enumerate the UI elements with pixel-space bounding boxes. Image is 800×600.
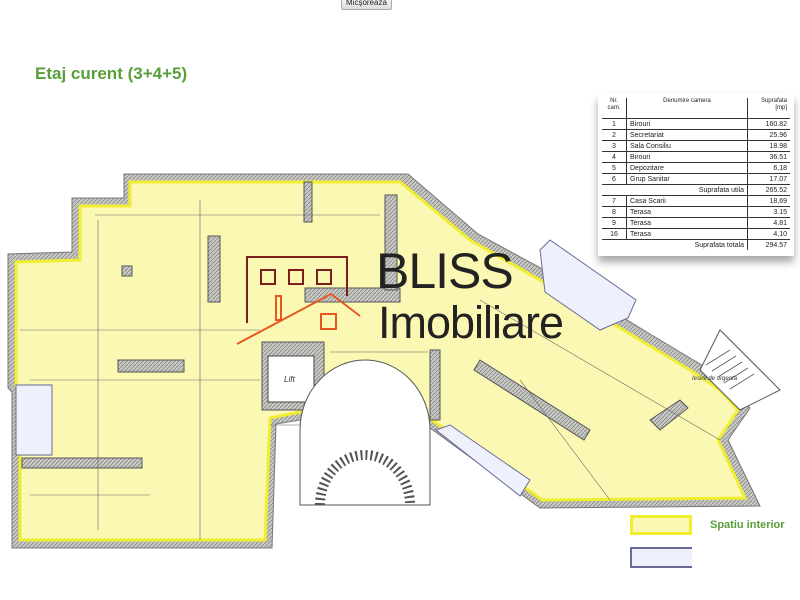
- cell-area: 17.07: [747, 173, 790, 185]
- cell-area: 160.82: [747, 118, 790, 130]
- cell-name: Sala Consiliu: [626, 140, 748, 152]
- house-icon: [236, 256, 361, 345]
- cell-area: 18.98: [747, 140, 790, 152]
- legend-label-interior: Spatiu interior: [710, 519, 785, 531]
- cell-nr: 5: [602, 162, 627, 174]
- cell-area: 18,69: [747, 195, 790, 207]
- cell-area: 25.96: [747, 129, 790, 141]
- useful-area-label: Suprafata utila: [602, 184, 748, 196]
- cell-area: 4.81: [747, 217, 790, 229]
- cell-name: Depozitare: [626, 162, 748, 174]
- logo-text-imobiliare: Imobiliare: [378, 297, 564, 348]
- spiral-staircase: [299, 359, 431, 506]
- terraces: [15, 239, 637, 497]
- cell-area: 36.51: [747, 151, 790, 163]
- lift-shaft: [267, 355, 315, 403]
- legend-swatch-interior: [630, 515, 692, 535]
- total-area-value: 294.57: [747, 239, 790, 250]
- cell-name: Terasa: [626, 217, 748, 229]
- cell-area: 3.15: [747, 206, 790, 218]
- cell-nr: 6: [602, 173, 627, 185]
- header-nr: Nr. cam.: [602, 98, 627, 119]
- logo-text-bliss: BLISS: [376, 243, 514, 299]
- cell-nr: 3: [602, 140, 627, 152]
- header-name: Denumire camera: [626, 98, 748, 119]
- cell-nr: 1: [602, 118, 627, 130]
- cell-name: Grup Sanitar: [626, 173, 748, 185]
- table-header: Nr. cam. Denumire camera Suprafata [mp]: [602, 98, 790, 119]
- cell-nr: 7: [602, 195, 627, 207]
- cell-area: 6,18: [747, 162, 790, 174]
- cell-name: Secretariat: [626, 129, 748, 141]
- cell-nr: 4: [602, 151, 627, 163]
- cell-name: Terasa: [626, 228, 748, 240]
- emergency-stair-label: Iesire de urgenta: [692, 376, 738, 382]
- cell-nr: 2: [602, 129, 627, 141]
- lift-label: Lift: [284, 375, 295, 384]
- cell-name: Casa Scarii: [626, 195, 748, 207]
- cell-nr: 9: [602, 217, 627, 229]
- cell-name: Birouri: [626, 151, 748, 163]
- useful-area-value: 265.52: [747, 184, 790, 196]
- total-area-label: Suprafata totala: [694, 241, 744, 249]
- cell-area: 4,10: [747, 228, 790, 240]
- cell-name: Birouri: [626, 118, 748, 130]
- cell-name: Terasa: [626, 206, 748, 218]
- emergency-stair: Iesire de urgenta: [692, 329, 781, 411]
- floor-title: Etaj curent (3+4+5): [35, 64, 188, 83]
- shrink-button[interactable]: Micșorează: [341, 0, 392, 10]
- legend-swatch-exterior: [630, 547, 692, 568]
- cell-nr: 8: [602, 206, 627, 218]
- rooms-table: Nr. cam. Denumire camera Suprafata [mp] …: [598, 94, 794, 256]
- header-area: Suprafata [mp]: [747, 98, 790, 119]
- cell-nr: 16: [602, 228, 627, 240]
